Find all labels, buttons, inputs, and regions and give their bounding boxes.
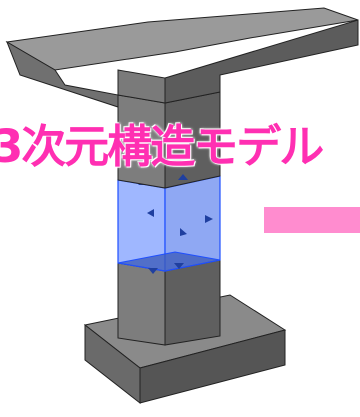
selection-handle — [174, 263, 184, 269]
selected-segment[interactable] — [117, 175, 221, 274]
column-upper[interactable] — [117, 91, 221, 189]
selection-handle — [180, 228, 187, 236]
selection-handle — [178, 174, 188, 180]
pier-cap[interactable] — [5, 7, 359, 108]
selection-handle — [147, 209, 154, 217]
column-lower[interactable] — [117, 259, 221, 346]
model-label: 3次元構造モデル — [0, 120, 324, 173]
pier-cap-right-side — [164, 19, 359, 104]
selection-handle — [205, 215, 213, 223]
footing-side — [139, 329, 286, 404]
column-lower-side — [164, 259, 221, 346]
pointer-bar — [264, 207, 360, 233]
column-lower-front — [117, 262, 166, 346]
selection-handle — [148, 268, 158, 274]
pier-cap-top — [5, 7, 359, 71]
